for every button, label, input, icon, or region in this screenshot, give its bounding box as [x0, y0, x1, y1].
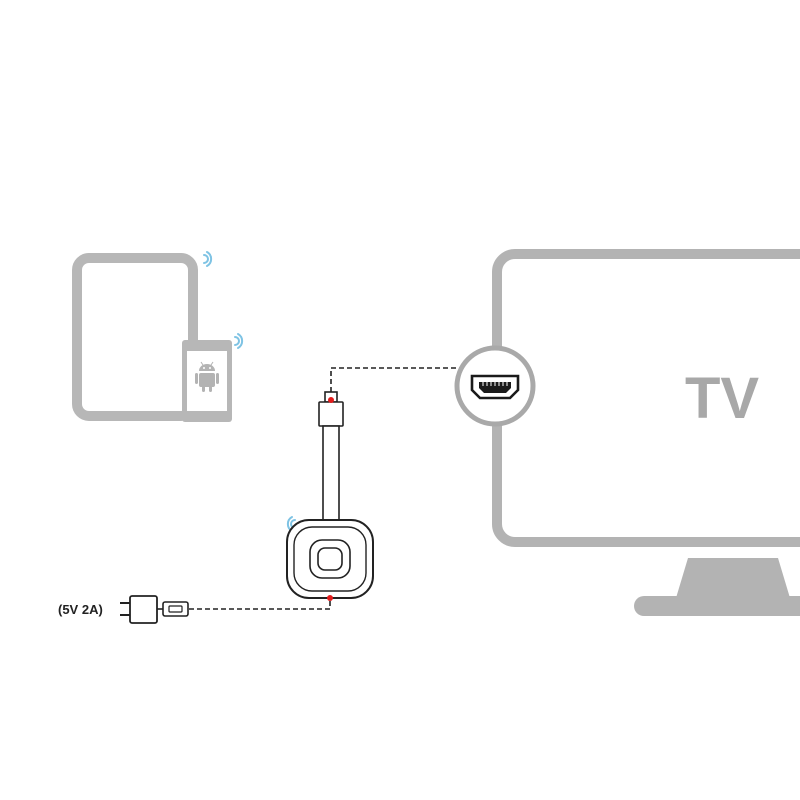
wifi-signal-icon	[203, 251, 213, 267]
tv: TV	[492, 249, 800, 616]
tv-stand-base	[634, 596, 800, 616]
tv-stand-neck	[676, 558, 790, 598]
android-robot-icon	[195, 361, 219, 392]
wifi-signal-icon	[234, 333, 244, 349]
tablet-icon	[72, 253, 198, 421]
power-cable	[157, 601, 331, 617]
hdmi-ribbon	[322, 425, 340, 523]
wireless-display-dongle-icon	[286, 519, 374, 601]
android-phone-icon	[182, 340, 232, 422]
dongle-power-dot	[327, 595, 333, 601]
hdmi-port-icon	[454, 345, 536, 427]
hdmi-cable	[318, 367, 470, 523]
hdmi-connector-dot	[328, 397, 334, 403]
power-dashed-link	[188, 601, 331, 610]
power-label: (5V 2A)	[58, 602, 103, 617]
hdmi-dashed-link	[330, 367, 470, 392]
power-adapter-icon	[120, 595, 158, 624]
tv-label: TV	[685, 366, 759, 431]
hdmi-plug-body	[318, 401, 344, 427]
